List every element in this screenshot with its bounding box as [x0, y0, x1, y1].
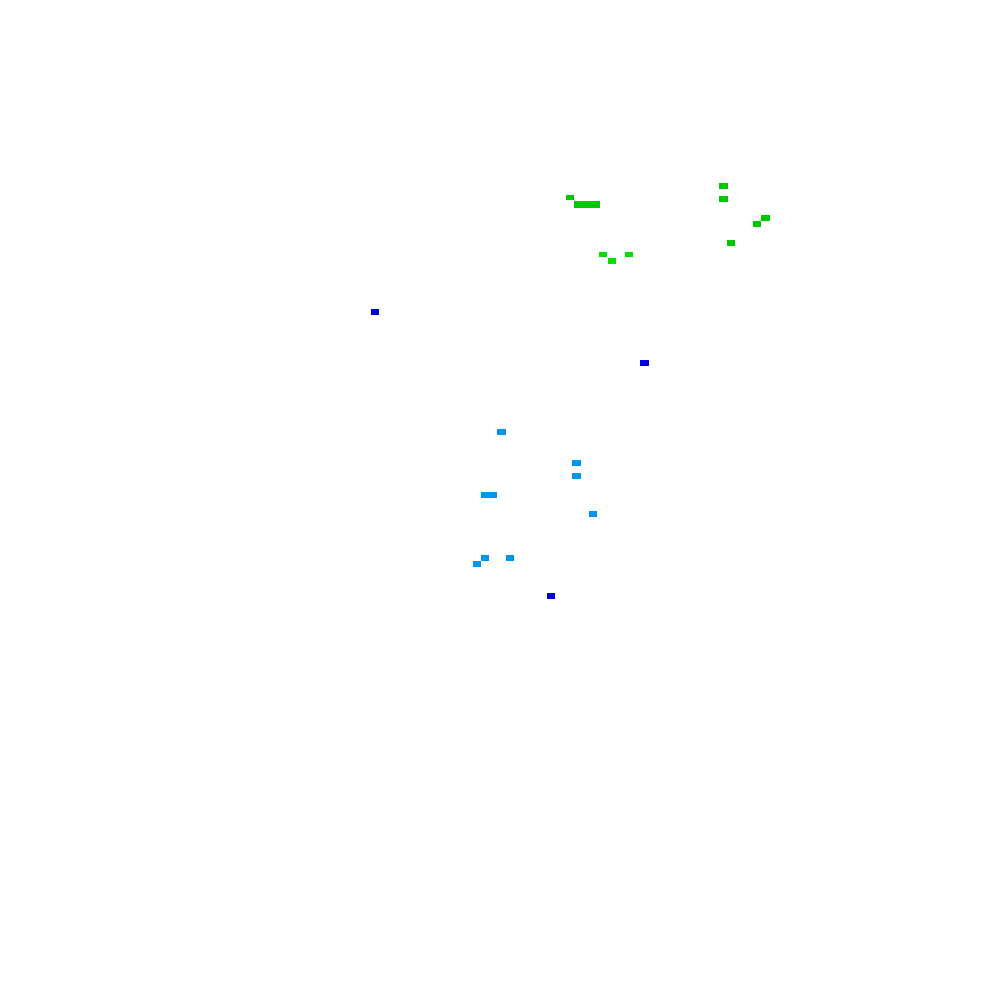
blue-block: [371, 309, 379, 315]
blue-block: [547, 593, 555, 599]
green-block: [719, 183, 728, 189]
bright-green-block: [625, 252, 633, 257]
light-blue-block: [497, 429, 506, 435]
green-block: [761, 215, 770, 221]
light-blue-block: [481, 555, 489, 561]
green-block: [719, 196, 728, 202]
green-block: [574, 201, 600, 208]
bright-green-block: [608, 258, 616, 264]
green-block: [753, 221, 761, 227]
bright-green-block: [599, 252, 607, 257]
light-blue-block: [572, 473, 581, 479]
light-blue-block: [473, 561, 481, 567]
light-blue-block: [506, 555, 514, 561]
green-block: [566, 195, 574, 200]
light-blue-block: [481, 492, 497, 498]
light-blue-block: [572, 460, 581, 466]
blue-block: [640, 360, 649, 366]
green-block: [727, 240, 735, 246]
light-blue-block: [589, 511, 597, 517]
